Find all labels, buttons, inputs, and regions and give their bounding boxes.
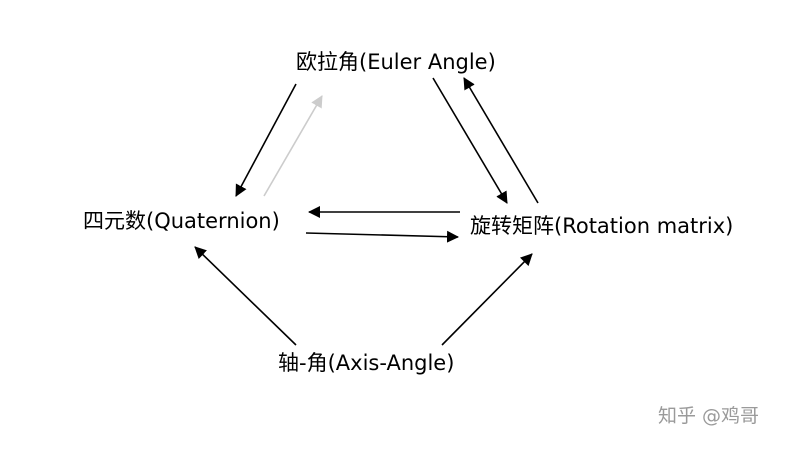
- node-axis-angle: 轴-角(Axis-Angle): [278, 351, 455, 375]
- node-euler-angle: 欧拉角(Euler Angle): [296, 50, 496, 74]
- arrow-quaternion-to-rotation: [305, 230, 459, 243]
- arrow-euler-to-rotation: [432, 77, 508, 204]
- node-quaternion: 四元数(Quaternion): [83, 209, 280, 233]
- arrow-quaternion-to-euler: [263, 95, 323, 197]
- arrow-axis-angle-to-quaternion: [194, 246, 297, 346]
- arrow-rotation-to-euler: [463, 77, 539, 204]
- node-rotation-matrix: 旋转矩阵(Rotation matrix): [470, 214, 734, 238]
- watermark-label: 知乎 @鸡哥: [658, 405, 760, 427]
- arrow-axis-angle-to-rotation: [441, 253, 533, 346]
- arrow-euler-to-quaternion: [235, 83, 297, 197]
